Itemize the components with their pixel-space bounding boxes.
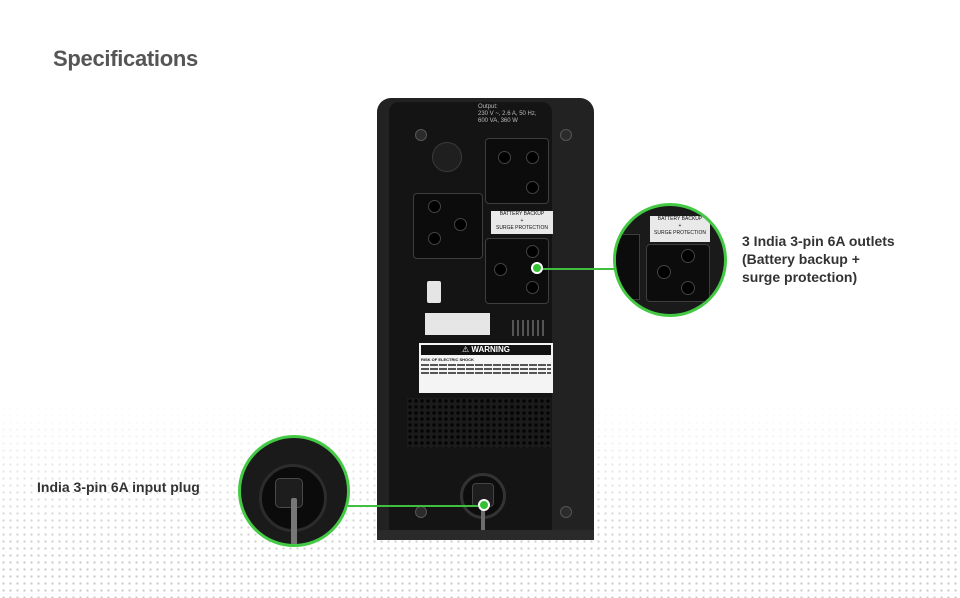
screw-icon [560, 506, 572, 518]
outlets-zoom-circle: BATTERY BACKUP + SURGE PROTECTION [613, 203, 727, 317]
output-spec-text: Output: 230 V ~, 2.6 A, 50 Hz, 600 VA, 3… [478, 104, 537, 124]
circuit-breaker-button [432, 142, 462, 172]
input-plug-callout-text: India 3-pin 6A input plug [37, 479, 200, 495]
outlet-pin [526, 151, 539, 164]
screw-icon [415, 129, 427, 141]
outlet-pin [454, 218, 467, 231]
input-plug-zoom-circle [238, 435, 350, 547]
input-marker-dot [478, 499, 490, 511]
outlet-pin [494, 263, 507, 276]
recycle-symbols [512, 320, 546, 336]
outlet-pin [498, 151, 511, 164]
outlets-callout-text: 3 India 3-pin 6A outlets (Battery backup… [742, 233, 895, 285]
screw-icon [415, 506, 427, 518]
certification-logo [427, 281, 441, 303]
outlet-pin [428, 232, 441, 245]
outlet-top [485, 138, 549, 204]
outlet-marker-dot [531, 262, 543, 274]
outlet-pin [526, 281, 539, 294]
power-cord [481, 508, 485, 538]
ups-rear-panel: Output: 230 V ~, 2.6 A, 50 Hz, 600 VA, 3… [377, 98, 594, 538]
outlet-left [413, 193, 483, 259]
ventilation-grille [407, 398, 551, 448]
outlet-pin [526, 181, 539, 194]
outlet-pin [526, 245, 539, 258]
page-title: Specifications [53, 46, 198, 71]
warning-label: ⚠ WARNING RISK OF ELECTRIC SHOCK [419, 343, 553, 393]
outlet-protection-label: BATTERY BACKUP + SURGE PROTECTION [491, 211, 553, 234]
outlet-pin [428, 200, 441, 213]
connector-line [537, 268, 617, 270]
barcode-sticker [425, 313, 490, 335]
connector-line [348, 505, 484, 507]
screw-icon [560, 129, 572, 141]
ups-base [377, 530, 594, 540]
